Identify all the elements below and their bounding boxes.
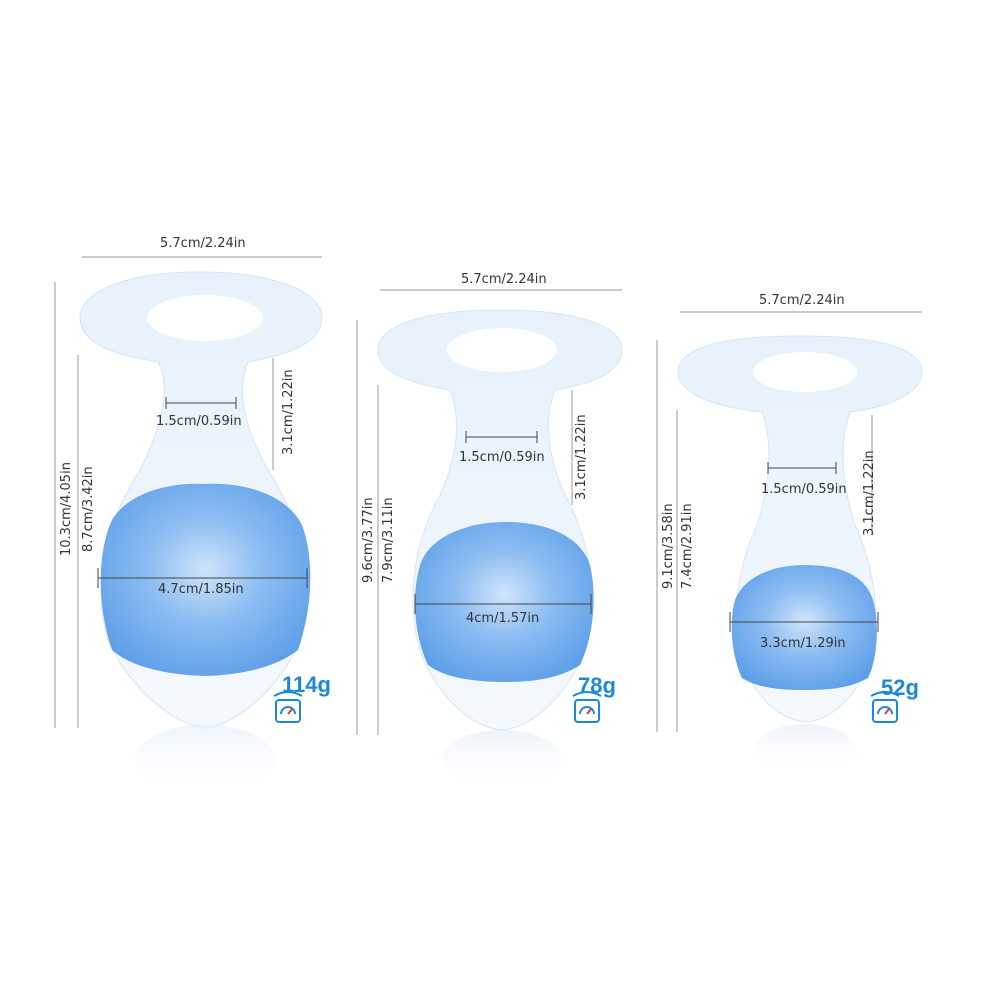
p1-neck-length-label: 3.1cm/1.22in: [281, 369, 296, 455]
scale-icon: [572, 691, 602, 723]
plug-large-gem: [100, 483, 311, 676]
plug-large-hole: [147, 295, 263, 341]
p2-diameter-label: 4cm/1.57in: [466, 611, 540, 626]
p1-top-width-label: 5.7cm/2.24in: [160, 236, 246, 251]
plug-small-gem: [731, 565, 877, 690]
p3-diameter-label: 3.3cm/1.29in: [760, 636, 846, 651]
p2-neck-length-label: 3.1cm/1.22in: [574, 414, 589, 500]
plug-small-hole: [753, 352, 857, 392]
p1-diameter-label: 4.7cm/1.85in: [158, 582, 244, 597]
p3-weight-label: 52g: [881, 675, 919, 700]
plug-small-reflection: [755, 724, 855, 776]
p1-weight-label: 114g: [282, 672, 331, 697]
p2-weight-label: 78g: [578, 673, 616, 698]
scale-icon: [273, 691, 303, 723]
plug-small: [677, 335, 923, 776]
p2-total-length-label: 9.6cm/3.77in: [361, 497, 376, 583]
p1-neck-width-label: 1.5cm/0.59in: [156, 414, 242, 429]
p2-neck-width-label: 1.5cm/0.59in: [459, 450, 545, 465]
plug-medium-hole: [447, 328, 557, 372]
plug-medium: [377, 309, 623, 790]
p2-top-width-label: 5.7cm/2.24in: [461, 272, 547, 287]
p3-top-width-label: 5.7cm/2.24in: [759, 293, 845, 308]
p2-insert-length-label: 7.9cm/3.11in: [381, 497, 396, 583]
p1-total-length-label: 10.3cm/4.05in: [59, 462, 74, 556]
p3-total-length-label: 9.1cm/3.58in: [661, 503, 676, 589]
plug-medium-reflection: [442, 730, 562, 790]
p3-insert-length-label: 7.4cm/2.91in: [680, 503, 695, 589]
p1-insert-length-label: 8.7cm/3.42in: [81, 466, 96, 552]
scale-icon: [870, 691, 900, 723]
plug-large: [79, 271, 323, 795]
plug-medium-gem: [414, 522, 594, 682]
dimension-lines: [54, 256, 922, 735]
p3-neck-length-label: 3.1cm/1.22in: [862, 450, 877, 536]
p3-neck-width-label: 1.5cm/0.59in: [761, 482, 847, 497]
plug-large-reflection: [135, 725, 275, 795]
